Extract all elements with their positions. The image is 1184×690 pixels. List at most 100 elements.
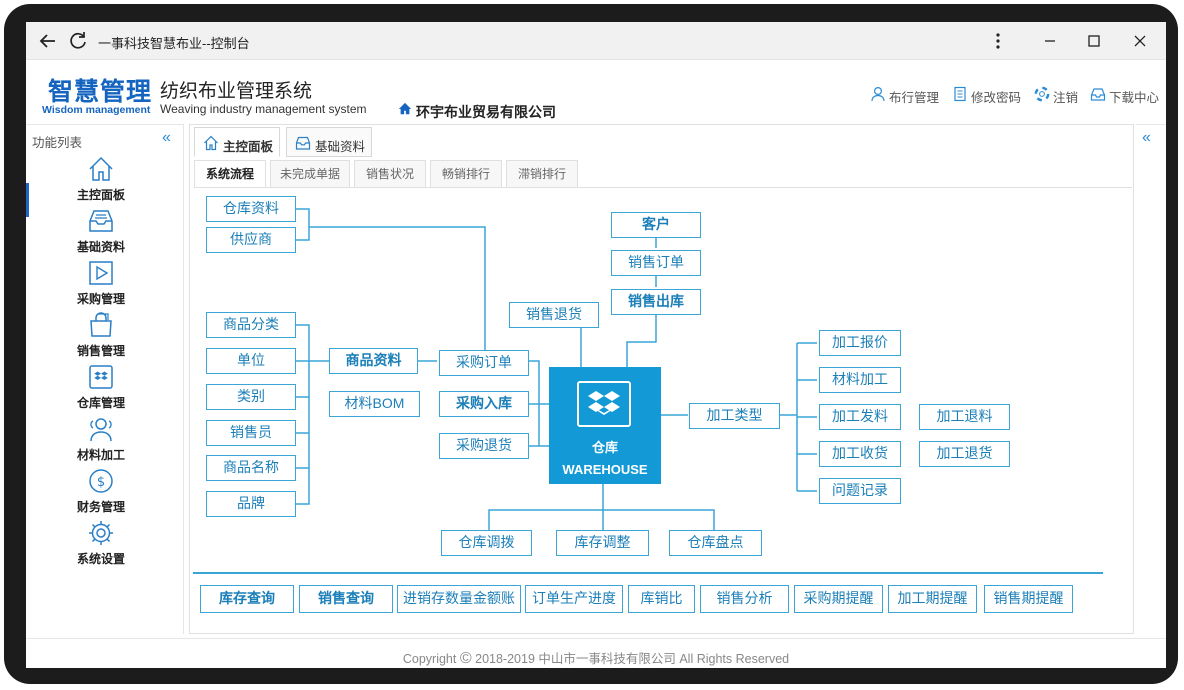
flow-node-process-return-goods[interactable]: 加工退货 [919,441,1010,467]
system-title: 纺织布业管理系统 [160,81,313,102]
quick-button-purchase-reminder[interactable]: 采购期提醒 [794,585,883,613]
svg-text:$: $ [97,475,105,490]
flow-node-issue-record[interactable]: 问题记录 [819,478,901,504]
sidebar-item-purchase[interactable]: 采购管理 [56,259,146,309]
footer-text: 2018-2019 中山市一事科技有限公司 All Rights Reserve… [475,652,790,666]
header-link-shop[interactable]: 布行管理 [870,86,960,105]
sidebar-active-indicator [26,183,29,217]
sidebar-item-base-data[interactable]: 基础资料 [56,207,146,257]
dropbox-icon [89,365,113,389]
flow-node-warehouse-info[interactable]: 仓库资料 [206,196,296,222]
flow-node-product-info[interactable]: 商品资料 [329,348,418,374]
sidebar-item-label: 仓库管理 [76,396,125,410]
quick-button-order-progress[interactable]: 订单生产进度 [525,585,623,613]
flow-node-product-category[interactable]: 商品分类 [206,312,296,338]
system-subtitle: Weaving industry management system [160,102,367,116]
sidebar-item-sales[interactable]: 销售管理 [56,311,146,361]
quick-button-process-reminder[interactable]: 加工期提醒 [888,585,977,613]
flow-node-supplier[interactable]: 供应商 [206,227,296,253]
flow-node-type[interactable]: 类别 [206,384,296,410]
flow-node-purchase-return[interactable]: 采购退货 [439,433,529,459]
tab-base-data[interactable]: 基础资料 [286,127,372,157]
warehouse-label-en: WAREHOUSE [562,462,648,477]
sidebar-item-processing[interactable]: 材料加工 [56,415,146,465]
flow-node-process-quote[interactable]: 加工报价 [819,330,901,356]
app-screen: 一事科技智慧布业--控制台 智慧管理 Wisdom management 纺织布… [26,22,1166,668]
quick-button-stock-query[interactable]: 库存查询 [200,585,294,613]
maximize-icon[interactable] [1082,29,1106,53]
document-icon [954,86,966,102]
flow-node-purchase-order[interactable]: 采购订单 [439,350,529,376]
flow-node-salesperson[interactable]: 销售员 [206,420,296,446]
footer-prefix: Copyright [402,652,457,666]
flow-node-product-name[interactable]: 商品名称 [206,455,296,481]
quick-button-sales-reminder[interactable]: 销售期提醒 [984,585,1073,613]
flow-node-brand[interactable]: 品牌 [206,491,296,517]
company-name: 环宇布业贸易有限公司 [416,104,556,120]
flow-node-sales-out[interactable]: 销售出库 [611,289,701,315]
sidebar-item-label: 销售管理 [76,344,125,358]
flow-node-unit[interactable]: 单位 [206,348,296,374]
sidebar-item-label: 主控面板 [76,188,125,202]
subtab-divider [194,187,1132,188]
sidebar-item-label: 材料加工 [76,448,125,462]
flow-node-warehouse-transfer[interactable]: 仓库调拨 [441,530,532,556]
subtab-sales-status[interactable]: 销售状况 [354,160,426,188]
sidebar-item-warehouse[interactable]: 仓库管理 [56,363,146,413]
subtab-unfinished-docs[interactable]: 未完成单据 [270,160,350,188]
header-link-logout[interactable]: 注销 [1034,86,1094,105]
gear-icon [89,521,113,545]
flow-node-sales-return[interactable]: 销售退货 [509,302,599,328]
quick-button-inventory-ledger[interactable]: 进销存数量金额账 [397,585,521,613]
header-link-label: 注销 [1053,91,1079,105]
header-link-password[interactable]: 修改密码 [952,86,1042,105]
shopping-bag-icon [90,312,112,337]
tab-dashboard[interactable]: 主控面板 [194,127,280,157]
flow-node-process-return-material[interactable]: 加工退料 [919,404,1010,430]
flow-node-process-type[interactable]: 加工类型 [689,403,780,429]
flow-node-stock-adjust[interactable]: 库存调整 [556,530,649,556]
flow-node-warehouse[interactable]: 仓库 WAREHOUSE [549,367,661,484]
flow-node-material-bom[interactable]: 材料BOM [329,391,420,417]
warehouse-label-cn: 仓库 [591,440,618,455]
flow-node-sales-order[interactable]: 销售订单 [611,250,701,276]
flow-node-process-receive[interactable]: 加工收货 [819,441,901,467]
header-link-download[interactable]: 下载中心 [1090,86,1164,105]
subtab-best-sellers[interactable]: 畅销排行 [430,160,502,188]
sidebar-item-label: 系统设置 [76,552,125,566]
more-vertical-icon[interactable] [986,29,1010,53]
flow-node-stocktake[interactable]: 仓库盘点 [669,530,762,556]
close-icon[interactable] [1128,29,1152,53]
quick-button-sales-analysis[interactable]: 销售分析 [700,585,789,613]
users-icon [90,418,112,442]
sidebar-item-label: 财务管理 [76,500,125,514]
lifebuoy-icon [1034,86,1050,102]
user-icon [871,86,885,102]
flow-node-material-processing[interactable]: 材料加工 [819,367,901,393]
window-title: 一事科技智慧布业--控制台 [98,36,250,51]
minimize-icon[interactable] [1038,29,1062,53]
flow-node-customer[interactable]: 客户 [611,212,701,238]
header-link-label: 下载中心 [1109,91,1160,105]
sidebar-collapse-icon[interactable]: « [162,129,171,146]
flow-node-purchase-in[interactable]: 采购入库 [439,391,529,417]
tab-label: 主控面板 [223,140,274,154]
tab-label: 基础资料 [315,140,366,154]
sidebar-item-settings[interactable]: 系统设置 [56,519,146,569]
device-frame: 一事科技智慧布业--控制台 智慧管理 Wisdom management 纺织布… [4,4,1178,684]
main-panel: 主控面板 基础资料 系统流程 未完成单据 销售状况 畅销排行 滞销排行 [189,124,1134,634]
logo-subtitle: Wisdom management [42,104,151,116]
subtab-slow-sellers[interactable]: 滞销排行 [506,160,578,188]
right-rail-collapse-icon[interactable]: « [1142,129,1151,146]
sidebar-item-finance[interactable]: $ 财务管理 [56,467,146,517]
sidebar-item-dashboard[interactable]: 主控面板 [56,155,146,205]
logo-title: 智慧管理 [48,78,153,106]
subtab-system-flow[interactable]: 系统流程 [194,160,266,188]
back-arrow-icon[interactable] [36,29,60,53]
refresh-icon[interactable] [66,29,90,53]
home-icon [89,156,113,181]
quick-button-sales-query[interactable]: 销售查询 [299,585,393,613]
flow-node-process-dispatch[interactable]: 加工发料 [819,404,901,430]
header-link-label: 修改密码 [971,91,1022,105]
quick-button-stock-sales-ratio[interactable]: 库销比 [628,585,695,613]
